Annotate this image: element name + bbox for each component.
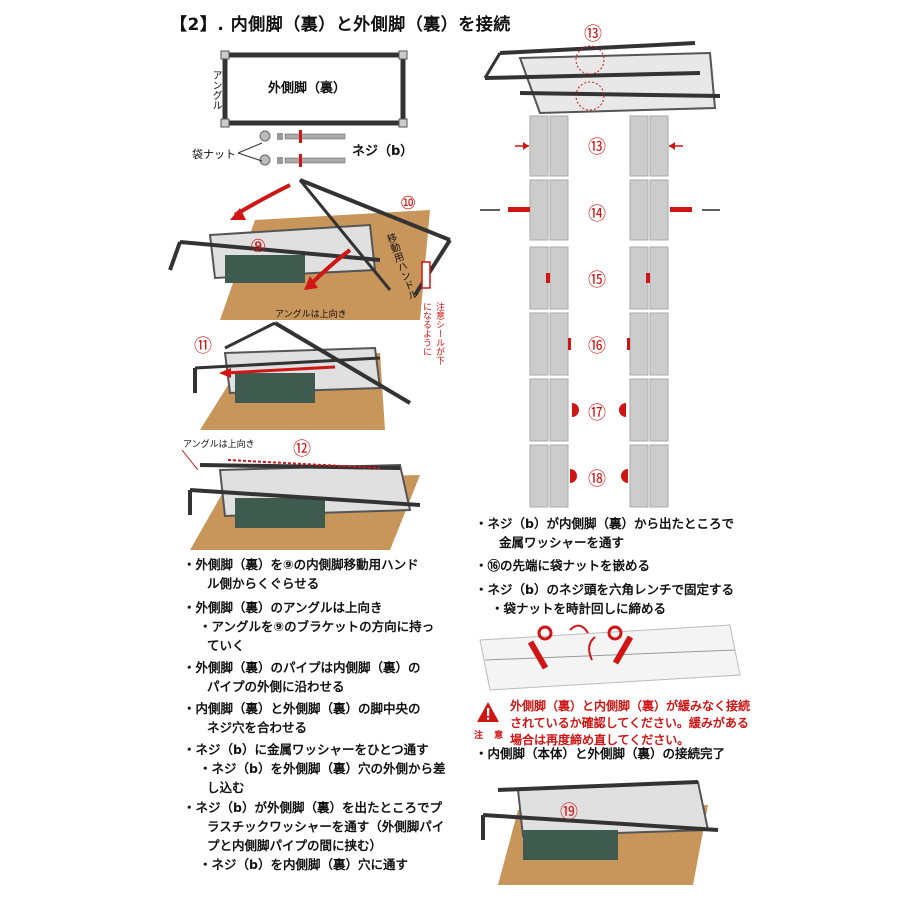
bag-nut-pointer [237, 142, 263, 162]
bag-nut-label: 袋ナット [192, 148, 236, 161]
step-12-number: ⑫ [293, 439, 311, 460]
step-15-number: ⑮ [588, 270, 606, 291]
step-10-illustration [168, 178, 452, 320]
instruction-12: ・外側脚（裏）のパイプは内側脚（裏）のパイプの外側に沿わせる [183, 660, 421, 694]
instruction-17: ・⑯の先端に袋ナットを嵌める [475, 558, 651, 573]
step-18-number: ⑱ [588, 469, 606, 490]
sheet-row-18 [529, 444, 669, 508]
outer-leg-label: 外側脚（裏） [268, 81, 347, 96]
page-title: 【2】. 内側脚（裏）と外側脚（裏）を接続 [170, 15, 511, 35]
step-19-illustration [481, 780, 719, 885]
step-11-illustration [193, 321, 412, 430]
instruction-16: ・ネジ（b）が内側脚（裏）から出たところで金属ワッシャーを通す [475, 516, 734, 550]
sheet-row-15 [529, 246, 669, 310]
step-10-number: ⑩ [400, 193, 417, 214]
step-12-illustration [181, 449, 421, 550]
instruction-11: ・外側脚（裏）のアングルは上向き・アングルを⑨のブラケットの方向に持っていく [183, 600, 435, 653]
instruction-15: ・ネジ（b）が外側脚（裏）を出たところでプラスチックワッシャーを通す（外側脚パイ… [183, 800, 445, 872]
angle-up-label-2: アングルは上向き [183, 440, 255, 450]
step-13-number: ⑬ [588, 137, 606, 158]
instruction-13: ・内側脚（裏）と外側脚（裏）の脚中央のネジ穴を合わせる [183, 701, 421, 735]
step-14-number: ⑭ [588, 204, 606, 225]
caution-label: 注 意 [474, 731, 508, 741]
instruction-10: ・外側脚（裏）を⑨の内側脚移動用ハンドル側からくぐらせる [183, 557, 419, 591]
instruction-14: ・ネジ（b）に金属ワッシャーをひとつ通す・ネジ（b）を外側脚（裏）穴の外側から差… [183, 742, 446, 795]
wrench-illustration [479, 624, 741, 691]
sheet-row-14 [480, 179, 720, 241]
screw-icon [259, 130, 346, 167]
instruction-18: ・ネジ（b）のネジ頭を六角レンチで固定する・袋ナットを時計回しに締める [475, 582, 734, 616]
step-13-illustration [483, 41, 721, 115]
step-11-number: ⑪ [194, 336, 212, 357]
step-9-number: ⑨ [250, 236, 267, 257]
sheet-row-13 [515, 115, 683, 177]
instruction-19: ・内側脚（本体）と外側脚（裏）の接続完了 [475, 746, 726, 761]
warning-icon [477, 702, 499, 722]
angle-side-label: アングル [210, 70, 221, 110]
step-17-number: ⑰ [588, 403, 606, 424]
sheet-row-16 [529, 312, 669, 376]
step-19-number: ⑲ [560, 802, 578, 823]
sheet-row-17 [529, 378, 669, 442]
angle-up-label-1: アングルは上向き [275, 310, 347, 320]
sticker-label: 注意シールが下になるように [421, 302, 444, 365]
caution-text: 外側脚（裏）と内側脚（裏）が緩みなく接続されているか確認してください。緩みがある… [510, 699, 751, 747]
outer-leg-diagram [220, 50, 408, 128]
screw-b-label: ネジ（b） [352, 144, 414, 159]
step-16-number: ⑯ [588, 336, 606, 357]
step-13-number-top: ⑬ [584, 24, 602, 45]
